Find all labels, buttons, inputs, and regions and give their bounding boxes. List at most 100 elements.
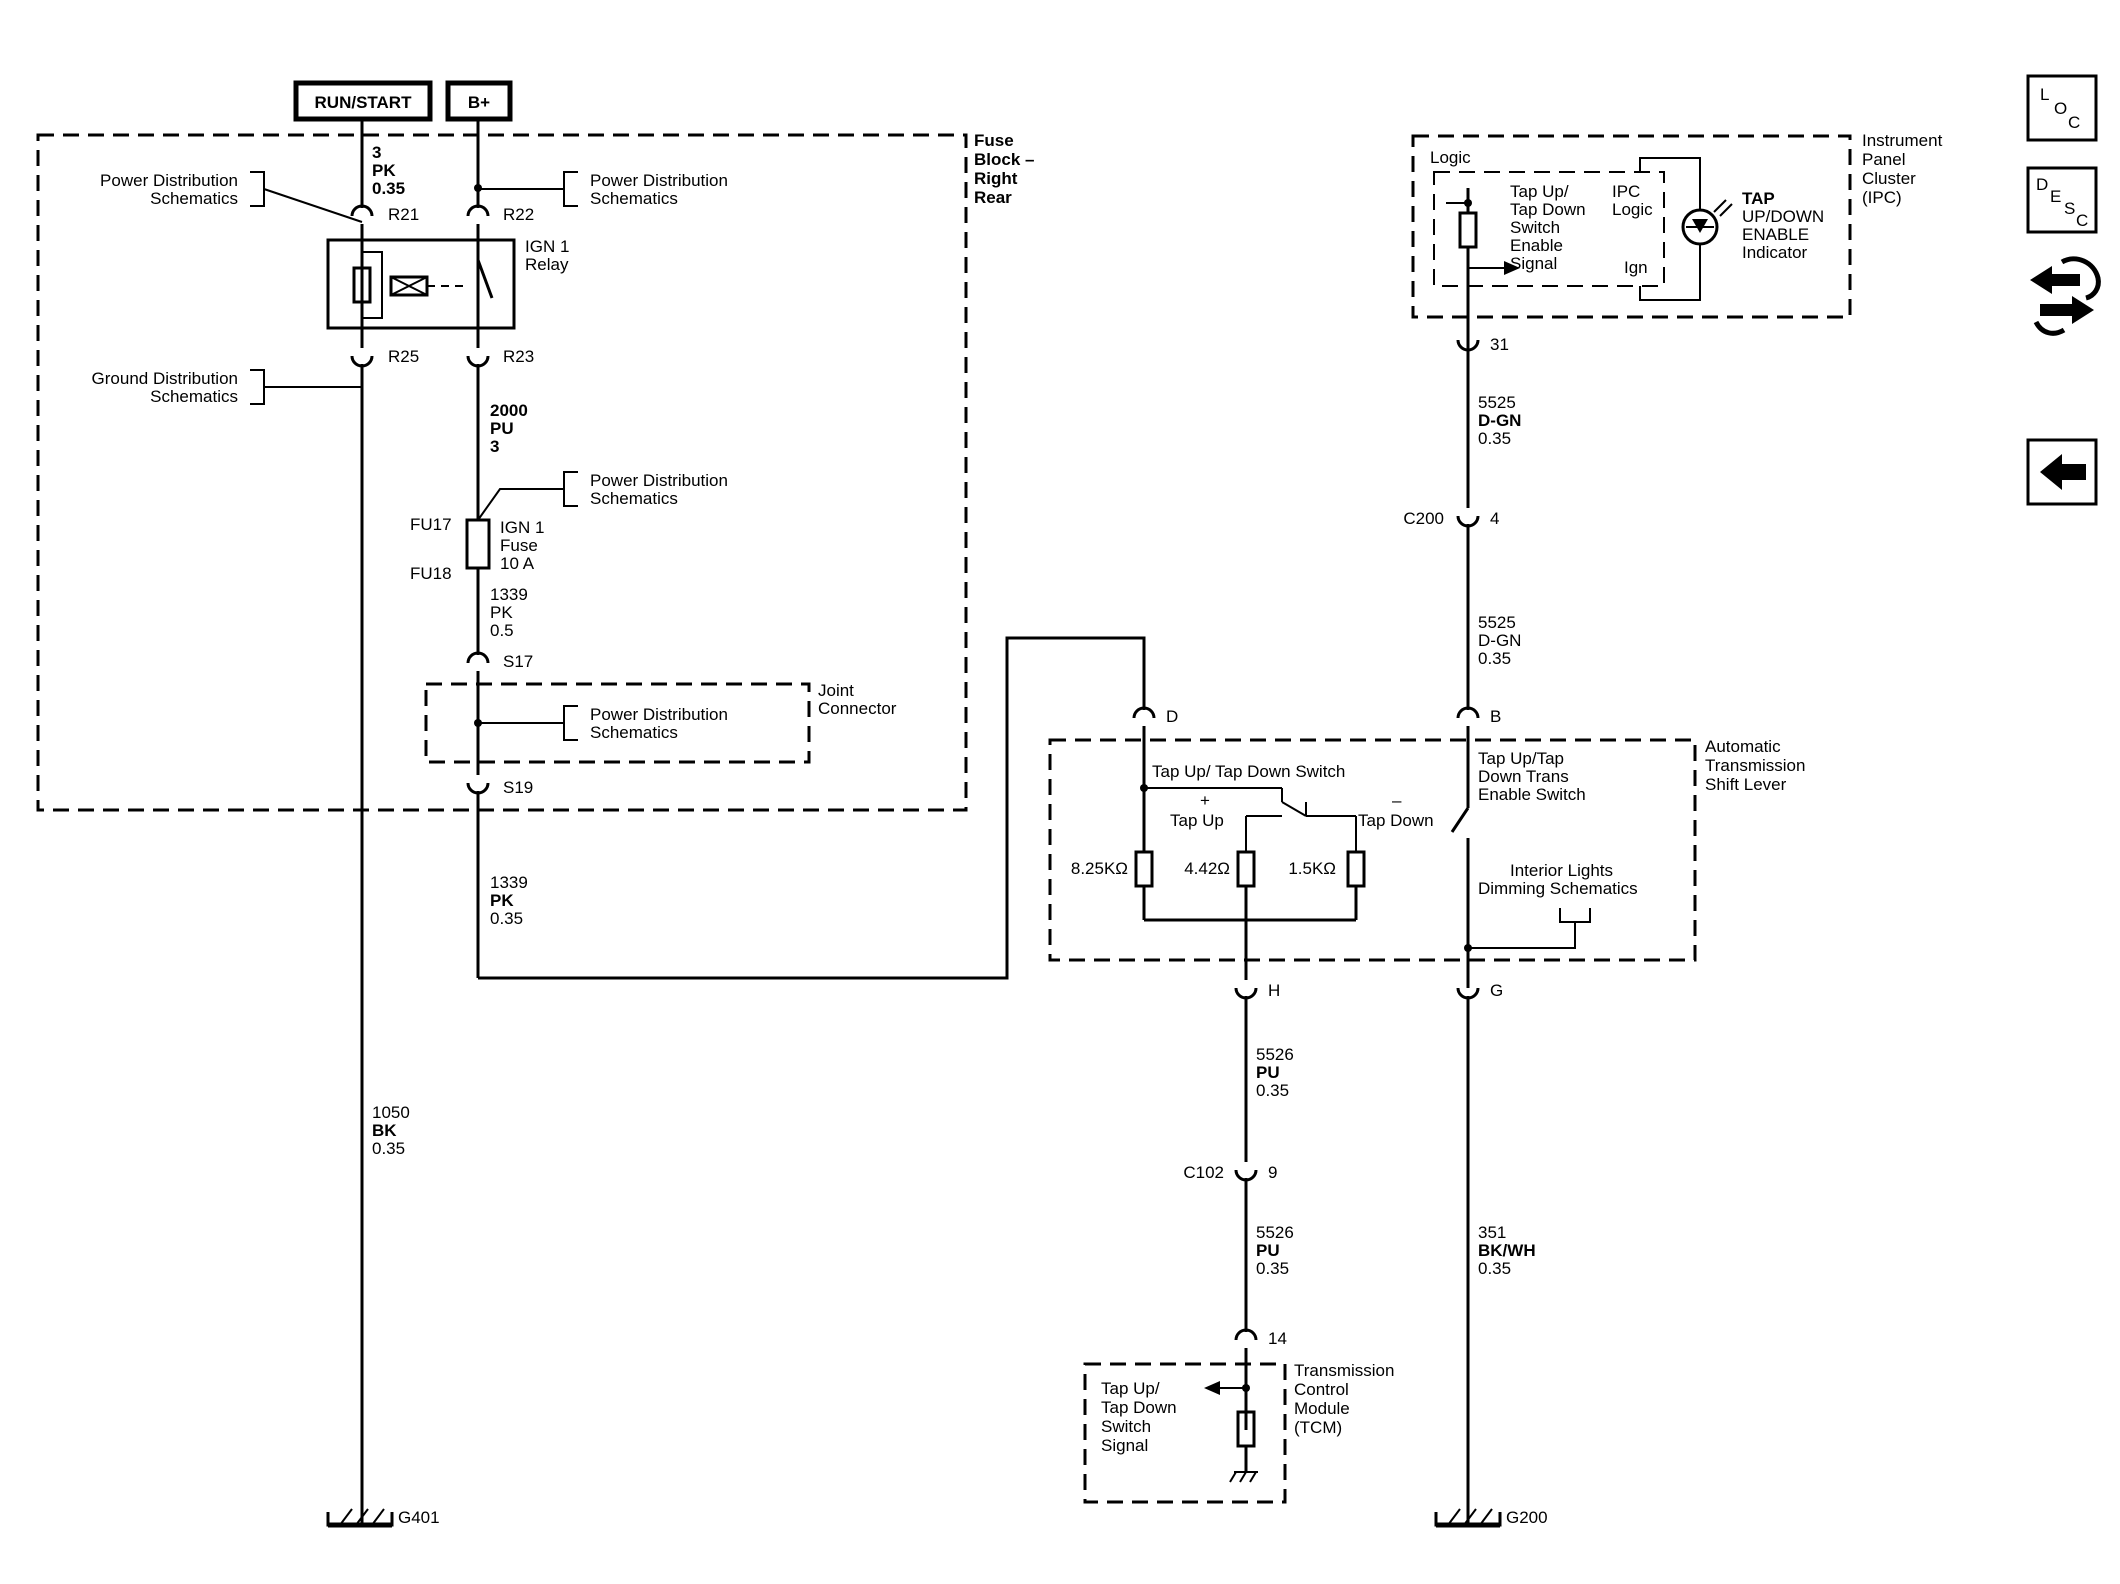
svg-text:O: O <box>2054 99 2067 118</box>
ipc-logic-block: IPC Logic Ign <box>1612 157 1701 301</box>
back-arrow-button[interactable] <box>2026 438 2098 506</box>
joint-connector-outline <box>424 682 811 764</box>
svg-text:0.5: 0.5 <box>490 621 514 640</box>
svg-text:0.35: 0.35 <box>372 1139 405 1158</box>
ign1-relay: IGN 1 Relay <box>326 237 569 330</box>
svg-text:PK: PK <box>372 161 396 180</box>
ipc-logic-outline <box>1433 171 1665 287</box>
desc-button[interactable]: D E S C <box>2026 166 2098 234</box>
b-plus-supply: B+ <box>445 80 513 122</box>
tcm-label: Transmission Control Module (TCM) <box>1294 1361 1394 1437</box>
ref-ground-dist: Ground Distribution Schematics <box>92 369 362 406</box>
svg-text:IPC: IPC <box>1612 182 1640 201</box>
svg-text:BK: BK <box>372 1121 397 1140</box>
svg-text:R22: R22 <box>503 205 534 224</box>
back-arrow-icon <box>2040 454 2086 490</box>
wire-label-5526-top: 5526 PU 0.35 <box>1256 1045 1294 1100</box>
svg-text:L: L <box>2040 85 2049 104</box>
ref-power-dist-r21: Power Distribution Schematics <box>100 171 363 223</box>
svg-text:Rear: Rear <box>974 188 1012 207</box>
ground-g401: G401 <box>326 1508 440 1528</box>
ref-power-dist-fuse: Power Distribution Schematics <box>477 471 728 521</box>
svg-text:Switch: Switch <box>1101 1417 1151 1436</box>
connector-tcm-14: 14 <box>1234 1328 1287 1348</box>
svg-text:Tap Down: Tap Down <box>1510 200 1586 219</box>
svg-text:Ign: Ign <box>1624 258 1648 277</box>
svg-text:Enable Switch: Enable Switch <box>1478 785 1586 804</box>
svg-text:G401: G401 <box>398 1508 440 1527</box>
loc-button[interactable]: L O C <box>2026 74 2098 142</box>
connector-r21: R21 <box>350 204 419 224</box>
svg-text:Shift Lever: Shift Lever <box>1705 775 1787 794</box>
svg-text:PU: PU <box>1256 1063 1280 1082</box>
ipc-outline <box>1411 134 1852 319</box>
connector-s19: S19 <box>466 778 533 797</box>
svg-text:PK: PK <box>490 891 514 910</box>
svg-text:Interior Lights: Interior Lights <box>1510 861 1613 880</box>
tcm-outline <box>1083 1362 1287 1504</box>
svg-text:+: + <box>1200 791 1210 810</box>
svg-text:Block –: Block – <box>974 150 1034 169</box>
svg-text:Tap Down: Tap Down <box>1358 811 1434 830</box>
resistor-8-25k: 8.25KΩ <box>1071 850 1154 920</box>
svg-text:Power Distribution: Power Distribution <box>590 471 728 490</box>
svg-text:D: D <box>2036 175 2048 194</box>
svg-text:B: B <box>1490 707 1501 726</box>
svg-text:0.35: 0.35 <box>1478 649 1511 668</box>
svg-text:5526: 5526 <box>1256 1045 1294 1064</box>
svg-text:1050: 1050 <box>372 1103 410 1122</box>
svg-text:0.35: 0.35 <box>1256 1259 1289 1278</box>
svg-text:10 A: 10 A <box>500 554 535 573</box>
svg-text:0.35: 0.35 <box>1478 1259 1511 1278</box>
svg-text:Schematics: Schematics <box>590 723 678 742</box>
svg-text:S: S <box>2064 199 2075 218</box>
svg-text:C200: C200 <box>1403 509 1444 528</box>
svg-text:Tap Up: Tap Up <box>1170 811 1224 830</box>
connector-s17: S17 <box>466 651 533 671</box>
wire-label-5525-bottom: 5525 D-GN 0.35 <box>1478 613 1521 668</box>
svg-text:PK: PK <box>490 603 513 622</box>
svg-text:D-GN: D-GN <box>1478 411 1521 430</box>
svg-text:14: 14 <box>1268 1329 1287 1348</box>
svg-text:D-GN: D-GN <box>1478 631 1521 650</box>
svg-text:8.25KΩ: 8.25KΩ <box>1071 859 1128 878</box>
connector-r25: R25 <box>350 347 419 368</box>
connector-g: G <box>1456 981 1503 1000</box>
svg-text:Connector: Connector <box>818 699 897 718</box>
svg-text:Joint: Joint <box>818 681 854 700</box>
svg-text:Switch: Switch <box>1510 218 1560 237</box>
connector-view-icon[interactable] <box>2030 256 2101 336</box>
svg-text:1.5KΩ: 1.5KΩ <box>1288 859 1336 878</box>
svg-text:R23: R23 <box>503 347 534 366</box>
svg-text:FU18: FU18 <box>410 564 452 583</box>
svg-text:Logic: Logic <box>1612 200 1653 219</box>
ref-power-dist-r22: Power Distribution Schematics <box>478 171 728 208</box>
svg-text:H: H <box>1268 981 1280 1000</box>
svg-text:Schematics: Schematics <box>150 189 238 208</box>
svg-text:–: – <box>1392 791 1402 810</box>
fuse-block-label: Fuse Block – Right Rear <box>974 131 1034 207</box>
connector-h: H <box>1234 981 1280 1000</box>
svg-text:2000: 2000 <box>490 401 528 420</box>
tcm-switch-signal: Tap Up/ Tap Down Switch Signal <box>1101 1379 1258 1483</box>
svg-text:Indicator: Indicator <box>1742 243 1808 262</box>
ground-g200: G200 <box>1434 1508 1548 1528</box>
wire-label-1050-bk: 1050 BK 0.35 <box>372 1103 410 1158</box>
svg-text:Enable: Enable <box>1510 236 1563 255</box>
shift-lever-outline <box>1048 738 1697 962</box>
svg-text:Control: Control <box>1294 1380 1349 1399</box>
ref-power-dist-joint: Power Distribution Schematics <box>478 705 728 742</box>
svg-text:PU: PU <box>1256 1241 1280 1260</box>
svg-text:UP/DOWN: UP/DOWN <box>1742 207 1824 226</box>
resistor-4-42: 4.42Ω <box>1184 850 1256 920</box>
svg-text:BK/WH: BK/WH <box>1478 1241 1536 1260</box>
svg-text:Power Distribution: Power Distribution <box>590 171 728 190</box>
svg-text:Power Distribution: Power Distribution <box>590 705 728 724</box>
connector-d: D <box>1132 706 1178 726</box>
svg-text:0.35: 0.35 <box>372 179 405 198</box>
fuse-block-outline <box>36 133 968 812</box>
svg-text:4: 4 <box>1490 509 1499 528</box>
svg-text:4.42Ω: 4.42Ω <box>1184 859 1230 878</box>
svg-text:Schematics: Schematics <box>590 189 678 208</box>
